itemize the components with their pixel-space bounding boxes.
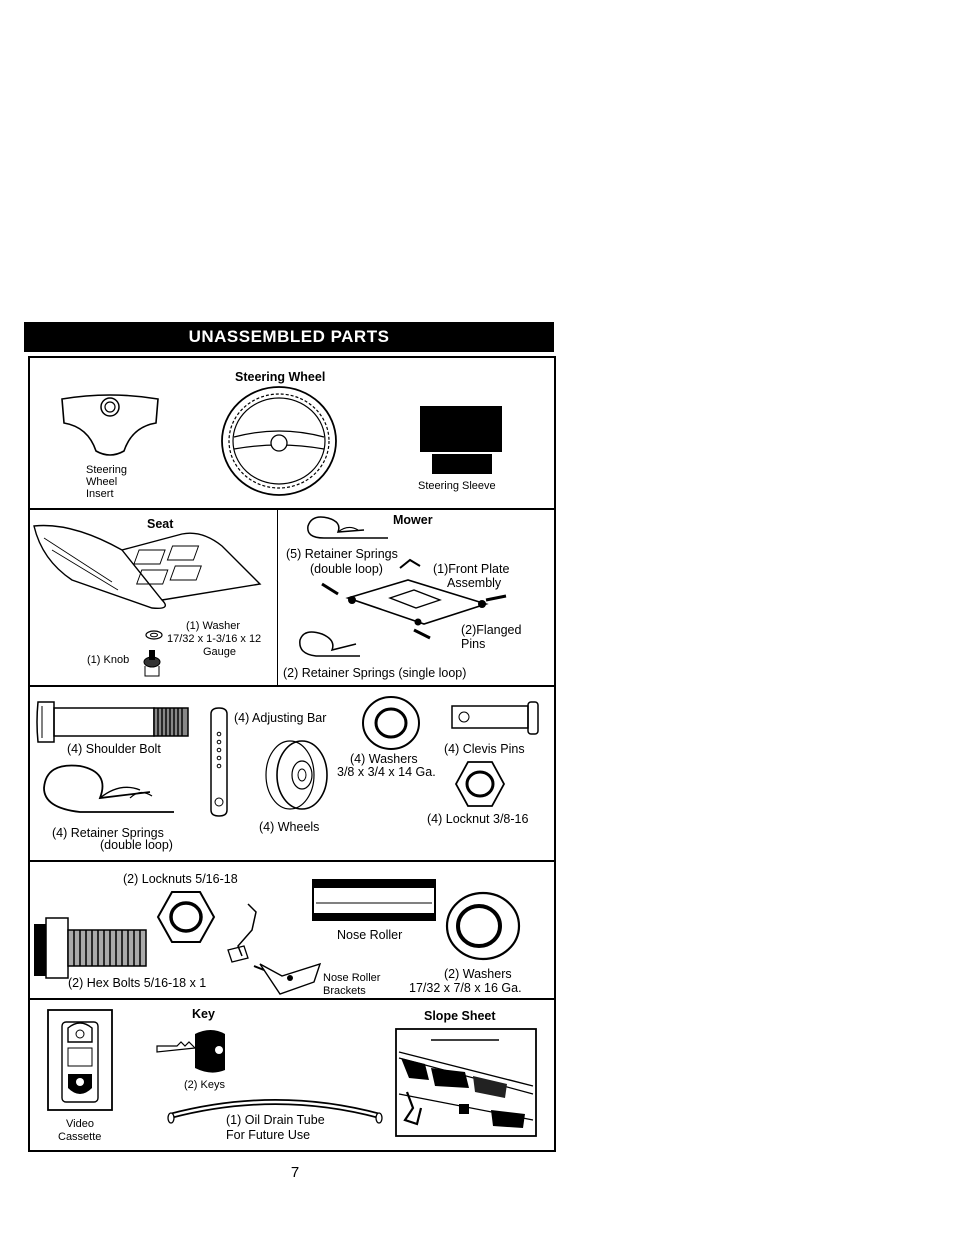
- knob-icon: [143, 650, 161, 677]
- video-cassette-illustration: [47, 1009, 113, 1111]
- adjusting-bar-illustration: [210, 707, 228, 817]
- shoulder-bolt-illustration: [36, 701, 189, 743]
- divider-seat-mower: [277, 510, 278, 685]
- locknuts-label: (2) Locknuts 5/16-18: [123, 872, 238, 886]
- seat-label: Seat: [147, 517, 174, 531]
- mower-springs-label-2: (double loop): [310, 562, 383, 576]
- wheels-label: (4) Wheels: [259, 820, 320, 834]
- single-loop-spring-icon: [299, 631, 360, 657]
- wheel-illustration: [265, 740, 328, 810]
- washers-label-1: (4) Washers: [350, 752, 418, 766]
- washer-icon: [145, 630, 163, 640]
- parts-frame: [28, 356, 556, 1152]
- video-cassette-label-1: Video: [66, 1118, 94, 1130]
- locknut-5-16-illustration: [156, 891, 216, 943]
- mower-label: Mower: [393, 513, 433, 527]
- brackets-label-1: Nose Roller: [323, 972, 381, 984]
- divider-row3: [28, 860, 556, 862]
- washer-label-3: Gauge: [203, 646, 237, 658]
- hex-bolt-illustration: [34, 917, 147, 979]
- locknut-illustration: [454, 761, 506, 807]
- keys-label: (2) Keys: [184, 1079, 225, 1091]
- washers-5-16-label-2: 17/32 x 7/8 x 16 Ga.: [409, 981, 522, 995]
- washers-5-16-label-1: (2) Washers: [444, 967, 512, 981]
- steering-wheel-insert-illustration: [61, 394, 159, 456]
- slope-sheet-title: Slope Sheet: [424, 1009, 496, 1023]
- steering-sleeve-illustration: [420, 406, 502, 474]
- single-loop-springs-label: (2) Retainer Springs (single loop): [283, 666, 467, 680]
- washers-label-2: 3/8 x 3/4 x 14 Ga.: [337, 765, 436, 779]
- retainer-spring-illustration: [43, 764, 174, 813]
- nose-roller-illustration: [312, 879, 436, 921]
- steering-sleeve-label: Steering Sleeve: [418, 480, 496, 492]
- oil-drain-tube-label-1: (1) Oil Drain Tube: [226, 1113, 325, 1127]
- washer-label-2: 17/32 x 1-3/16 x 12: [167, 633, 262, 645]
- retainer-springs-label-1: (4) Retainer Springs: [52, 826, 164, 840]
- washer-17-32-illustration: [445, 891, 521, 961]
- locknut-label: (4) Locknut 3/8-16: [427, 812, 529, 826]
- page-number: 7: [290, 1164, 300, 1181]
- key-icon: [156, 1030, 225, 1073]
- front-plate-label-1: (1)Front Plate: [433, 562, 510, 576]
- front-plate-label-2: Assembly: [447, 576, 502, 590]
- oil-drain-tube-illustration: [167, 1099, 383, 1124]
- insert-label-3: Insert: [86, 488, 114, 500]
- flanged-pins-label-2: Pins: [461, 637, 486, 651]
- hex-bolts-label: (2) Hex Bolts 5/16-18 x 1: [68, 976, 207, 990]
- adjusting-bar-label: (4) Adjusting Bar: [234, 711, 327, 725]
- retainer-springs-label-2: (double loop): [100, 838, 173, 852]
- shoulder-bolt-label: (4) Shoulder Bolt: [67, 742, 161, 756]
- brackets-label-2: Brackets: [323, 985, 366, 997]
- section-title: UNASSEMBLED PARTS: [24, 322, 554, 352]
- nose-roller-label: Nose Roller: [337, 928, 403, 942]
- washer-3-8-illustration: [362, 696, 420, 750]
- washer-label-1: (1) Washer: [186, 620, 240, 632]
- knob-label: (1) Knob: [87, 654, 130, 666]
- double-loop-spring-icon: [307, 516, 388, 539]
- divider-row4: [28, 998, 556, 1000]
- nose-roller-bracket-illustration: [227, 903, 322, 995]
- key-title: Key: [192, 1007, 215, 1021]
- flanged-pins-label-1: (2)Flanged: [461, 623, 522, 637]
- seat-illustration: [33, 524, 262, 610]
- divider-row2: [28, 685, 556, 687]
- front-plate-assembly-illustration: [321, 558, 507, 640]
- steering-wheel-label: Steering Wheel: [235, 370, 326, 384]
- insert-label-2: Wheel: [86, 476, 118, 488]
- slope-sheet-illustration: [395, 1028, 537, 1137]
- mower-springs-label-1: (5) Retainer Springs: [286, 547, 398, 561]
- insert-label-1: Steering: [86, 464, 127, 476]
- clevis-pin-illustration: [451, 701, 539, 735]
- video-cassette-label-2: Cassette: [58, 1131, 102, 1143]
- clevis-pins-label: (4) Clevis Pins: [444, 742, 525, 756]
- oil-drain-tube-label-2: For Future Use: [226, 1128, 311, 1142]
- divider-row1: [28, 508, 556, 510]
- steering-wheel-illustration: [221, 386, 337, 496]
